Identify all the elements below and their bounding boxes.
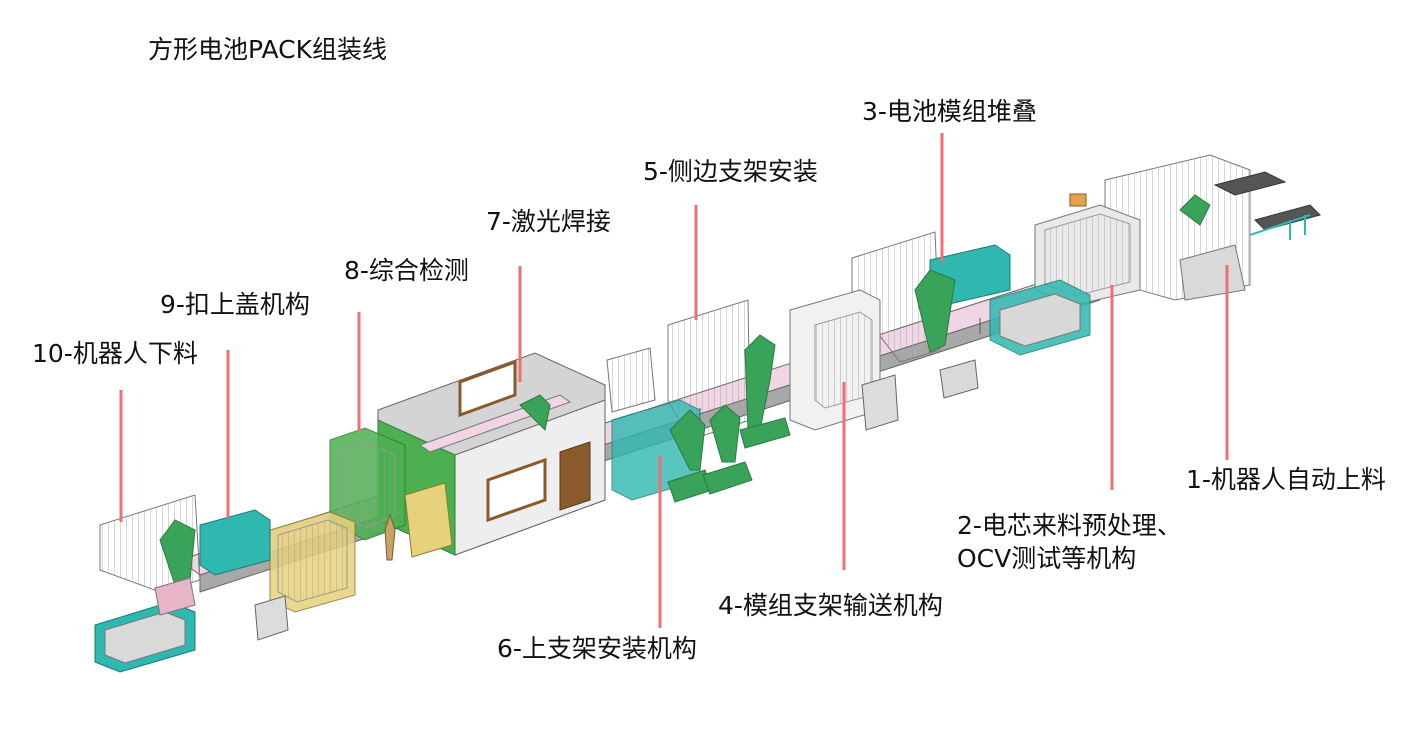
label-station-2-line1: 2-电芯来料预处理、 bbox=[957, 511, 1182, 540]
label-station-5: 5-侧边支架安装 bbox=[643, 157, 818, 186]
label-station-10: 10-机器人下料 bbox=[32, 339, 198, 368]
leader-lines bbox=[119, 133, 1229, 628]
station-2-preprocessing bbox=[989, 204, 1141, 356]
station-4-bracket-conveyor bbox=[789, 289, 899, 431]
station-9-lid-pressing bbox=[199, 509, 356, 613]
station-3-module-stacking bbox=[851, 231, 1011, 399]
station-1-robot-loading bbox=[1069, 154, 1321, 301]
station-10-robot-unloading bbox=[94, 494, 289, 673]
label-station-6: 6-上支架安装机构 bbox=[497, 634, 697, 663]
label-station-3: 3-电池模组堆叠 bbox=[862, 97, 1037, 126]
diagram-title: 方形电池PACK组装线 bbox=[148, 35, 387, 64]
label-station-2-line2: OCV测试等机构 bbox=[957, 544, 1137, 573]
label-station-1: 1-机器人自动上料 bbox=[1186, 465, 1386, 494]
label-station-8: 8-综合检测 bbox=[344, 256, 469, 285]
label-station-7: 7-激光焊接 bbox=[486, 207, 611, 236]
label-station-4: 4-模组支架输送机构 bbox=[718, 591, 943, 620]
station-6-top-bracket bbox=[606, 347, 753, 503]
label-station-9: 9-扣上盖机构 bbox=[160, 290, 310, 319]
